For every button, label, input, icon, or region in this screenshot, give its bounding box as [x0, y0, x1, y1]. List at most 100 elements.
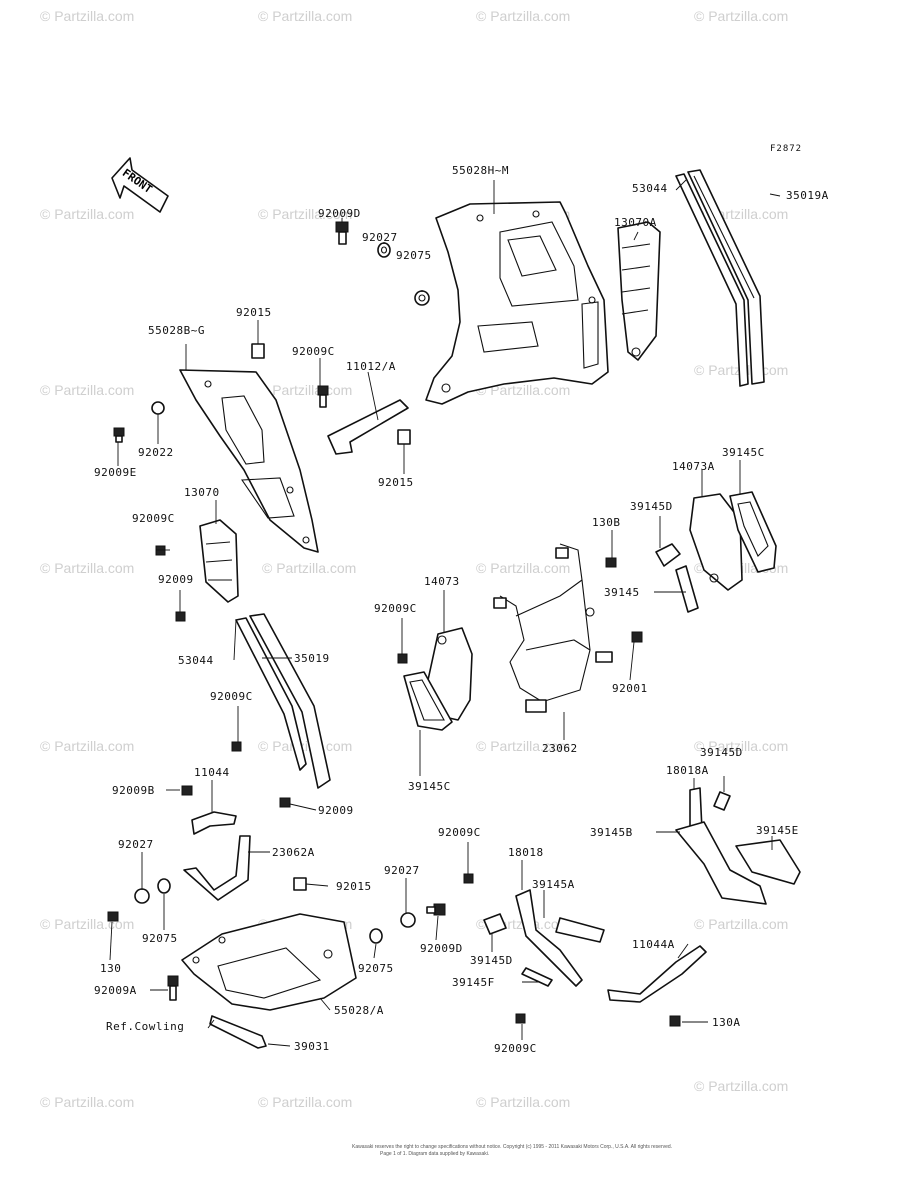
part-label[interactable]: 92022 [138, 446, 174, 459]
part-label[interactable]: 39145C [408, 780, 451, 793]
part-label[interactable]: 35019 [294, 652, 330, 665]
part-label[interactable]: Ref.Cowling [106, 1020, 185, 1033]
bolt-92001-part [631, 631, 643, 643]
part-label[interactable]: 39145D [700, 746, 743, 759]
part-label[interactable]: 92009 [158, 573, 194, 586]
part-label[interactable]: 53044 [632, 182, 668, 195]
watermark: © Partzilla.com [40, 382, 135, 398]
part-label[interactable]: 11012/A [346, 360, 396, 373]
part-label[interactable]: 39145D [630, 500, 673, 513]
part-label[interactable]: 35019A [786, 189, 829, 202]
seal-39145D-part [713, 791, 731, 811]
trim-strip-part [675, 169, 765, 387]
part-label[interactable]: 130B [592, 516, 621, 529]
part-label[interactable]: 130A [712, 1016, 741, 1029]
part-label[interactable]: 55028H~M [452, 164, 509, 177]
part-label[interactable]: 39145E [756, 824, 799, 837]
part-label[interactable]: 39145A [532, 878, 575, 891]
part-label[interactable]: 39145C [722, 446, 765, 459]
bolt-92009E-part [113, 427, 125, 443]
part-label[interactable]: 92009C [494, 1042, 537, 1055]
part-label[interactable]: 92009C [132, 512, 175, 525]
bracket-11044A-part [607, 945, 707, 1003]
part-label[interactable]: 13070A [614, 216, 657, 229]
seal-39145C-part [403, 671, 453, 731]
grommet-92027-part [134, 888, 150, 904]
watermark: © Partzilla.com [258, 8, 353, 24]
part-label[interactable]: 14073A [672, 460, 715, 473]
part-label[interactable]: 39145 [604, 586, 640, 599]
part-label[interactable]: 92009C [292, 345, 335, 358]
watermark: © Partzilla.com [258, 206, 353, 222]
part-label[interactable]: 92075 [396, 249, 432, 262]
part-label[interactable]: 92015 [236, 306, 272, 319]
part-label[interactable]: 18018 [508, 846, 544, 859]
part-label[interactable]: 92009B [112, 784, 155, 797]
watermark: © Partzilla.com [476, 382, 571, 398]
pin-39031-part [209, 1015, 267, 1049]
part-label[interactable]: 39145B [590, 826, 633, 839]
collar-92075-part [157, 878, 171, 894]
part-label[interactable]: 92015 [378, 476, 414, 489]
part-label[interactable]: 92015 [336, 880, 372, 893]
bolt-92009B-part [181, 785, 193, 796]
bolt-130-part [107, 911, 119, 922]
part-label[interactable]: 23062A [272, 846, 315, 859]
bracket-13070-part [199, 519, 239, 603]
part-label[interactable]: 92009E [94, 466, 137, 479]
part-label[interactable]: 92027 [384, 864, 420, 877]
bracket-11012-part [327, 399, 409, 455]
part-label[interactable]: 55028/A [334, 1004, 384, 1017]
part-label[interactable]: 18018A [666, 764, 709, 777]
bracket-13070A-part [617, 221, 661, 361]
watermark: © Partzilla.com [40, 8, 135, 24]
part-label[interactable]: 39145D [470, 954, 513, 967]
watermark: © Partzilla.com [476, 1094, 571, 1110]
bolt-92009C-part [463, 873, 474, 884]
collar-92075-part [369, 928, 383, 944]
part-label[interactable]: 92027 [118, 838, 154, 851]
bolt-92009C-part [231, 741, 242, 752]
upper-cowl-part [425, 201, 609, 405]
clip-nut-part [397, 429, 411, 445]
part-label[interactable]: 92009A [94, 984, 137, 997]
watermark: © Partzilla.com [258, 1094, 353, 1110]
part-label[interactable]: 92009C [438, 826, 481, 839]
part-label[interactable]: 92009D [318, 207, 361, 220]
part-label[interactable]: 92009C [210, 690, 253, 703]
bolt-92009C-part [515, 1013, 526, 1024]
seal-39145A-part [555, 917, 605, 943]
part-label[interactable]: 13070 [184, 486, 220, 499]
trim-strip-part [235, 613, 331, 789]
part-label[interactable]: 14073 [424, 575, 460, 588]
part-label[interactable]: 55028B~G [148, 324, 205, 337]
seal-39145D-part [655, 543, 681, 567]
part-label[interactable]: 92027 [362, 231, 398, 244]
part-label[interactable]: 92075 [142, 932, 178, 945]
copyright-footer: Kawasaki reserves the right to change sp… [352, 1144, 673, 1150]
part-label[interactable]: 92009D [420, 942, 463, 955]
bolt-92009D-part [426, 903, 446, 916]
watermark: © Partzilla.com [40, 738, 135, 754]
bolt-92009C-part [317, 385, 329, 408]
part-label[interactable]: 92001 [612, 682, 648, 695]
part-label[interactable]: 53044 [178, 654, 214, 667]
part-label[interactable]: 11044 [194, 766, 230, 779]
part-label[interactable]: 92009 [318, 804, 354, 817]
watermark: © Partzilla.com [258, 738, 353, 754]
lower-cowl-part [181, 913, 357, 1011]
part-label[interactable]: 92009C [374, 602, 417, 615]
bolt-92009A-part [167, 975, 179, 1001]
part-label[interactable]: 39031 [294, 1040, 330, 1053]
part-label[interactable]: 11044A [632, 938, 675, 951]
part-label[interactable]: 39145F [452, 976, 495, 989]
part-label[interactable]: 23062 [542, 742, 578, 755]
bolt-130A-part [669, 1015, 681, 1027]
seal-39145F-part [521, 967, 553, 987]
watermark: © Partzilla.com [694, 916, 789, 932]
part-label[interactable]: 92075 [358, 962, 394, 975]
part-label[interactable]: 130 [100, 962, 122, 975]
collar-92075-part [414, 290, 430, 306]
